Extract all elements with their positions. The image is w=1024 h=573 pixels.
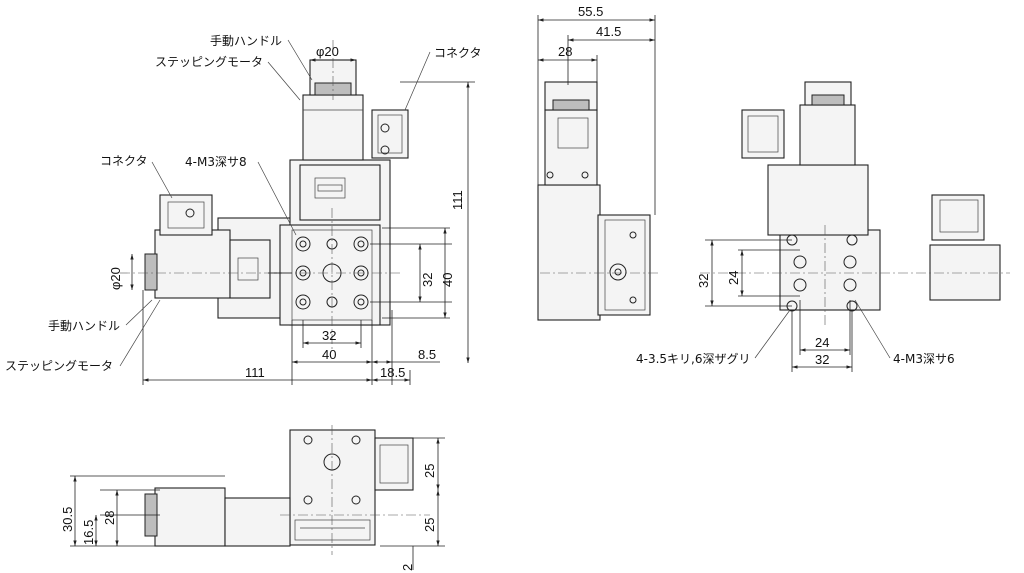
label-motor-left: ステッピングモータ	[5, 359, 113, 373]
dim-24-rear-vertical: 24	[726, 271, 741, 285]
label-counterbore: 4-3.5キリ,6深ザグリ	[636, 352, 751, 366]
label-connector-top: コネクタ	[434, 46, 482, 60]
top-view	[144, 425, 430, 555]
dim-28-top-view: 28	[102, 511, 117, 525]
label-tap-8: 4-M3深サ8	[185, 155, 247, 169]
dim-18-5: 18.5	[380, 365, 405, 380]
dim-25-bottom: 25	[422, 518, 437, 532]
label-handwheel-top: 手動ハンドル	[210, 34, 282, 48]
mounting-holes-front	[295, 236, 369, 310]
dim-55-5: 55.5	[578, 4, 603, 19]
dim-24-rear-horizontal: 24	[815, 335, 829, 350]
rear-view-dimensions: 32 24 24 32	[696, 239, 853, 372]
dim-32-rear-horizontal: 32	[815, 352, 829, 367]
rear-view-labels: 4-3.5キリ,6深ザグリ 4-M3深サ6	[636, 299, 955, 366]
dim-phi20-left: φ20	[108, 267, 123, 290]
front-view	[120, 40, 409, 350]
dim-30-5: 30.5	[60, 507, 75, 532]
label-handwheel-left: 手動ハンドル	[48, 319, 120, 333]
side-view	[537, 81, 660, 321]
rear-view	[700, 81, 1010, 325]
dim-32-vertical: 32	[420, 273, 435, 287]
label-tap-6: 4-M3深サ6	[893, 352, 955, 366]
dim-41-5: 41.5	[596, 24, 621, 39]
top-view-dimensions: 25 25 2 30.5 16.5 28	[60, 437, 445, 571]
dim-32-horizontal: 32	[322, 328, 336, 343]
front-view-dimensions: 111 32 40 32 40 8.5 111 18.5 φ20 φ20	[108, 44, 475, 385]
dim-111-horizontal: 111	[245, 365, 265, 380]
front-view-labels: 手動ハンドル ステッピングモータ コネクタ コネクタ 4-M3深サ8 手動ハンド…	[5, 34, 482, 373]
label-motor-top: ステッピングモータ	[155, 55, 263, 69]
dim-32-rear-vertical: 32	[696, 274, 711, 288]
dim-111-vertical: 111	[450, 190, 465, 210]
side-view-dimensions: 55.5 41.5 28	[537, 4, 656, 215]
label-connector-left: コネクタ	[100, 154, 148, 168]
dim-16-5: 16.5	[81, 520, 96, 545]
dim-25-top: 25	[422, 464, 437, 478]
dim-40-horizontal: 40	[322, 347, 336, 362]
dim-2: 2	[400, 564, 415, 571]
dim-8-5: 8.5	[418, 347, 436, 362]
dim-28-side: 28	[558, 44, 572, 59]
dim-40-vertical: 40	[440, 273, 455, 287]
dim-phi20-top: φ20	[316, 44, 339, 59]
